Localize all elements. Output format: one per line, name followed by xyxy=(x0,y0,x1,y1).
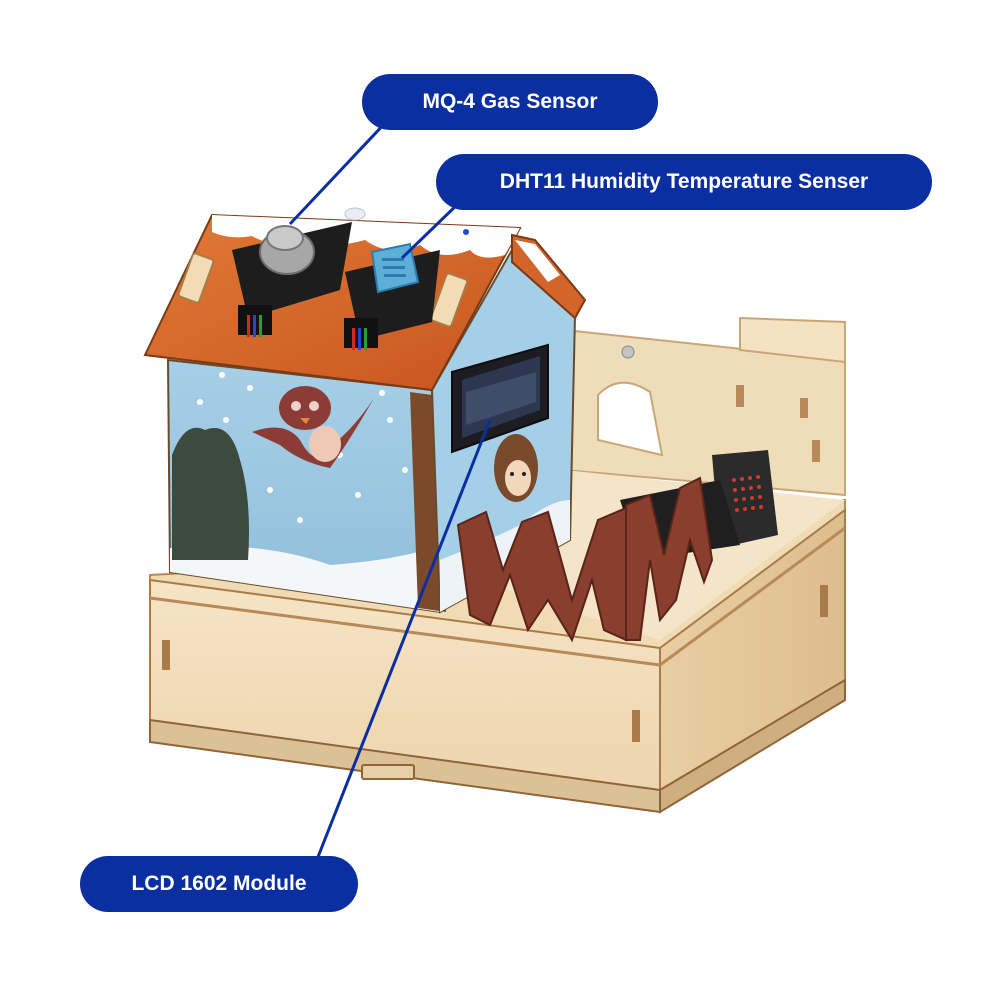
hedgehog-drawing-icon xyxy=(494,434,538,502)
lcd-module-callout: LCD 1602 Module xyxy=(80,856,358,912)
gas-sensor-label: MQ-4 Gas Sensor xyxy=(422,90,598,113)
gas-sensor-callout: MQ-4 Gas Sensor xyxy=(362,74,658,130)
wooden-fence xyxy=(456,476,714,643)
dht-sensor-label: DHT11 Humidity Temperature Senser xyxy=(499,170,869,193)
lcd-module-label: LCD 1602 Module xyxy=(131,872,307,895)
dht-sensor-callout: DHT11 Humidity Temperature Senser xyxy=(436,154,932,210)
mq4-sensor-icon xyxy=(232,222,352,337)
